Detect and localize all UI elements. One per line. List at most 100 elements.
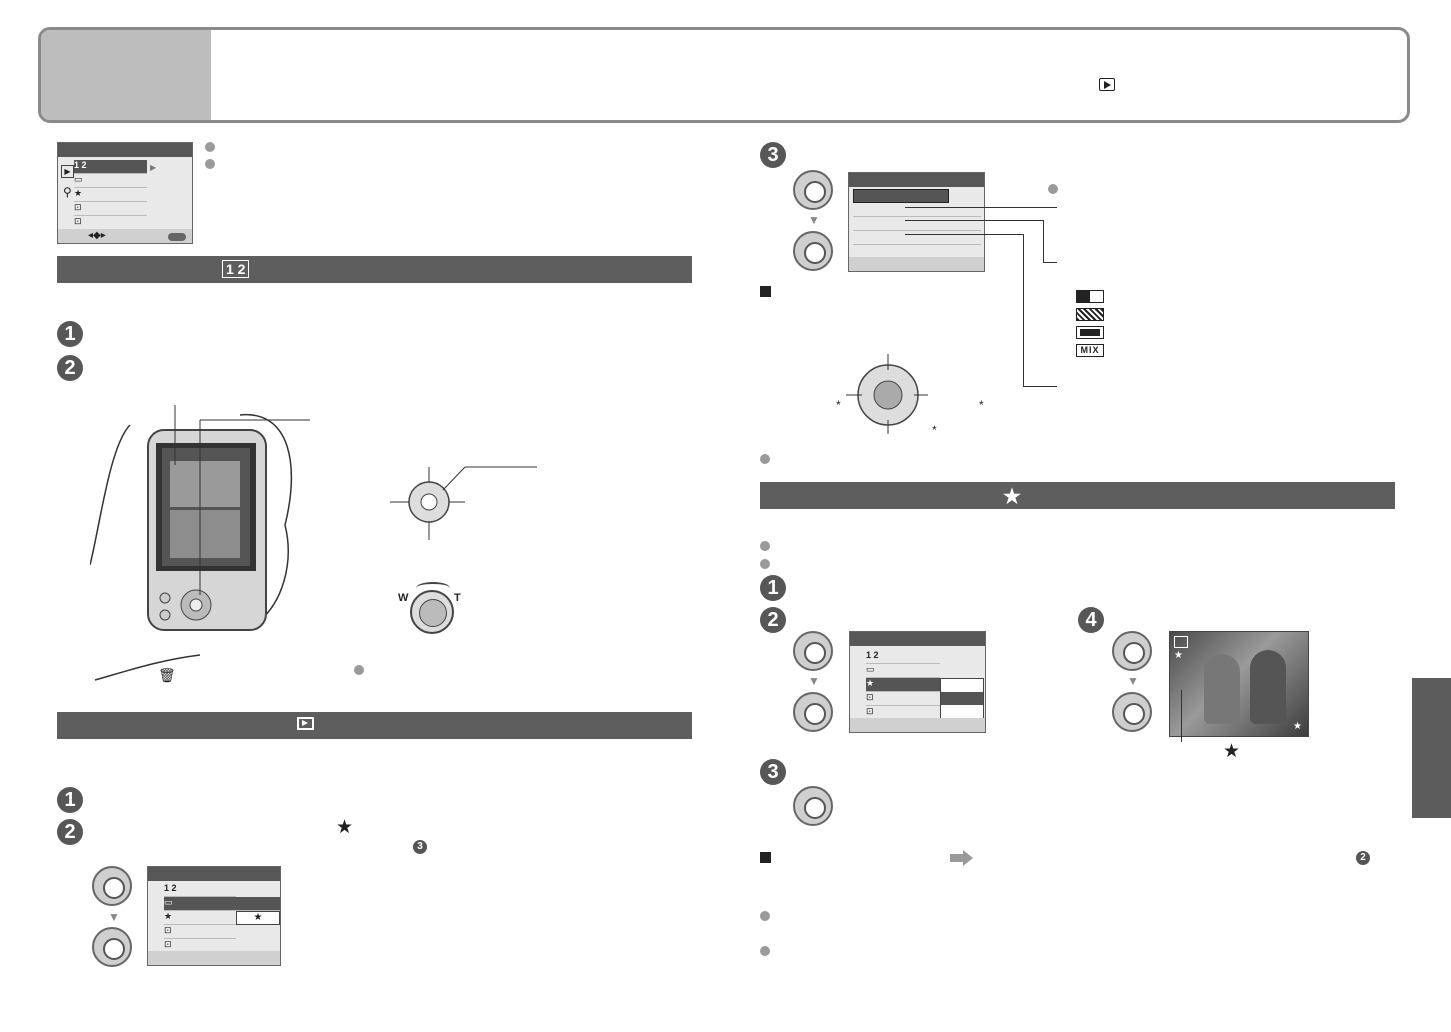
menu-row-slideshow: ▭ xyxy=(164,897,280,911)
menu-row-slideshow: ▭ xyxy=(74,174,147,188)
favorite-star-icon: ★ xyxy=(336,817,354,838)
chapter-tab xyxy=(1412,678,1451,818)
callout-line xyxy=(1043,220,1044,262)
asterisk-mark: * xyxy=(979,398,984,412)
arrow-down-icon: ▼ xyxy=(808,213,820,227)
step-number: 2 xyxy=(57,819,83,845)
callout-line xyxy=(905,220,1043,221)
slideshow-menu-screen: 1 2 ▭ ★ ★ ⊡ ⊡ xyxy=(147,866,281,966)
menu-row-calendar: 1 2 xyxy=(164,883,236,897)
cursor-button-diagram xyxy=(385,462,545,542)
trash-icon: 🗑 xyxy=(158,667,176,683)
cursor-button-icon xyxy=(793,231,833,271)
cursor-button-icon xyxy=(793,786,833,826)
effect-pattern-icon xyxy=(1076,290,1104,303)
menu-row-slideshow: ▭ xyxy=(866,664,940,678)
settings-row xyxy=(853,217,981,231)
menu-row-favorite: ★ xyxy=(866,678,940,692)
heading-square xyxy=(760,286,771,297)
step-number: 3 xyxy=(760,142,786,168)
person-silhouette xyxy=(1250,650,1286,724)
callout-line xyxy=(905,234,1023,235)
zoom-w-label: W xyxy=(398,592,409,604)
favorite-marker-icon: ★ xyxy=(1293,721,1302,732)
step-number: 3 xyxy=(760,759,786,785)
step-number: 1 xyxy=(57,787,83,813)
menu-row-label: ★ xyxy=(866,678,875,688)
cursor-button-icon xyxy=(92,927,132,967)
favorite-option-box: ★ xyxy=(236,911,280,925)
menu-row-favorite: ★ xyxy=(74,188,147,202)
note-bullet xyxy=(1048,184,1058,194)
menu-row-resize: ⊡ xyxy=(74,216,147,230)
callout-line xyxy=(1023,386,1057,387)
favorites-menu-screen: 1 2 ▭ ★ ⊡ ⊡ xyxy=(849,631,986,733)
callout-line xyxy=(1043,262,1057,263)
menu-row-rotate: ⊡ xyxy=(866,692,940,706)
step-number: 2 xyxy=(57,355,83,381)
menu-row-label: 1 2 xyxy=(74,160,87,170)
arrow-down-icon: ▼ xyxy=(108,910,120,924)
menu-row-label: 1 2 xyxy=(866,650,879,660)
favorite-star-icon: ★ xyxy=(1223,741,1241,762)
step-number: 1 xyxy=(57,321,83,347)
menu-row-rotate: ⊡ xyxy=(74,202,147,216)
person-silhouette xyxy=(1204,654,1240,724)
large-cursor-pad-drawing xyxy=(846,354,928,434)
step-number: 1 xyxy=(760,575,786,601)
note-bullet xyxy=(354,665,364,675)
large-cursor-pad xyxy=(820,352,1000,434)
page-header xyxy=(38,27,1410,123)
note-bullet xyxy=(205,142,215,152)
asterisk-mark: * xyxy=(932,423,937,437)
step-reference: 2 xyxy=(1356,851,1370,865)
zoom-lever-diagram: W T xyxy=(398,582,468,638)
camera-illustration xyxy=(89,405,320,685)
cursor-button-icon xyxy=(92,866,132,906)
cursor-button-icon xyxy=(793,170,833,210)
favorite-photo-preview: ★ ★ xyxy=(1169,631,1309,737)
slide-show-icon xyxy=(297,717,314,730)
callout-line xyxy=(1181,690,1182,742)
note-bullet xyxy=(760,946,770,956)
settings-row xyxy=(853,231,981,245)
menu-set-icon xyxy=(168,233,186,241)
play-mode-icon xyxy=(1174,636,1188,648)
menu-row-label: ★ xyxy=(74,188,83,198)
menu-row-rotate: ⊡ xyxy=(164,925,236,939)
favorite-option-label: ★ xyxy=(253,912,263,923)
zoom-lever xyxy=(410,590,454,634)
note-bullet xyxy=(205,159,215,169)
menu-row-calendar: 1 2 xyxy=(74,160,147,174)
wrench-icon: ⚲ xyxy=(63,185,72,199)
callout-line xyxy=(905,207,1057,208)
slideshow-settings-screen xyxy=(848,172,985,272)
arrow-right-icon: ▶ xyxy=(150,163,157,172)
header-tab-block xyxy=(41,30,211,120)
zoom-arc xyxy=(416,582,450,594)
menu-row-favorite: ★ xyxy=(164,911,236,925)
arrow-down-icon: ▼ xyxy=(808,674,820,688)
menu-row-calendar: 1 2 xyxy=(866,650,940,664)
cursor-button-icon xyxy=(793,631,833,671)
section-bar-favorites: ★ xyxy=(760,482,1395,509)
nav-arrows-icon: ◂◆▸ xyxy=(88,230,106,241)
hand-camera-drawing xyxy=(89,405,310,681)
step-number: 2 xyxy=(760,607,786,633)
playback-menu-screen: ▶ ⚲ 1 2 ▭ ★ ⊡ ⊡ ▶ ◂◆▸ xyxy=(57,142,193,244)
asterisk-mark: * xyxy=(836,398,841,412)
favorite-marker-icon: ★ xyxy=(1174,650,1183,661)
settings-row-selected xyxy=(853,189,949,203)
note-bullet xyxy=(760,911,770,921)
play-icon xyxy=(1099,78,1115,91)
note-bullet xyxy=(760,454,770,464)
arrow-right-icon xyxy=(950,850,974,866)
cursor-button-icon xyxy=(1112,631,1152,671)
menu-row-label: ★ xyxy=(164,911,173,921)
heading-square xyxy=(760,852,771,863)
cursor-button-icon xyxy=(1112,692,1152,732)
step-number: 4 xyxy=(1078,607,1104,633)
favorite-options-box xyxy=(940,678,984,720)
callout-line xyxy=(1023,234,1024,386)
calendar-icon: 1 2 xyxy=(222,260,250,278)
